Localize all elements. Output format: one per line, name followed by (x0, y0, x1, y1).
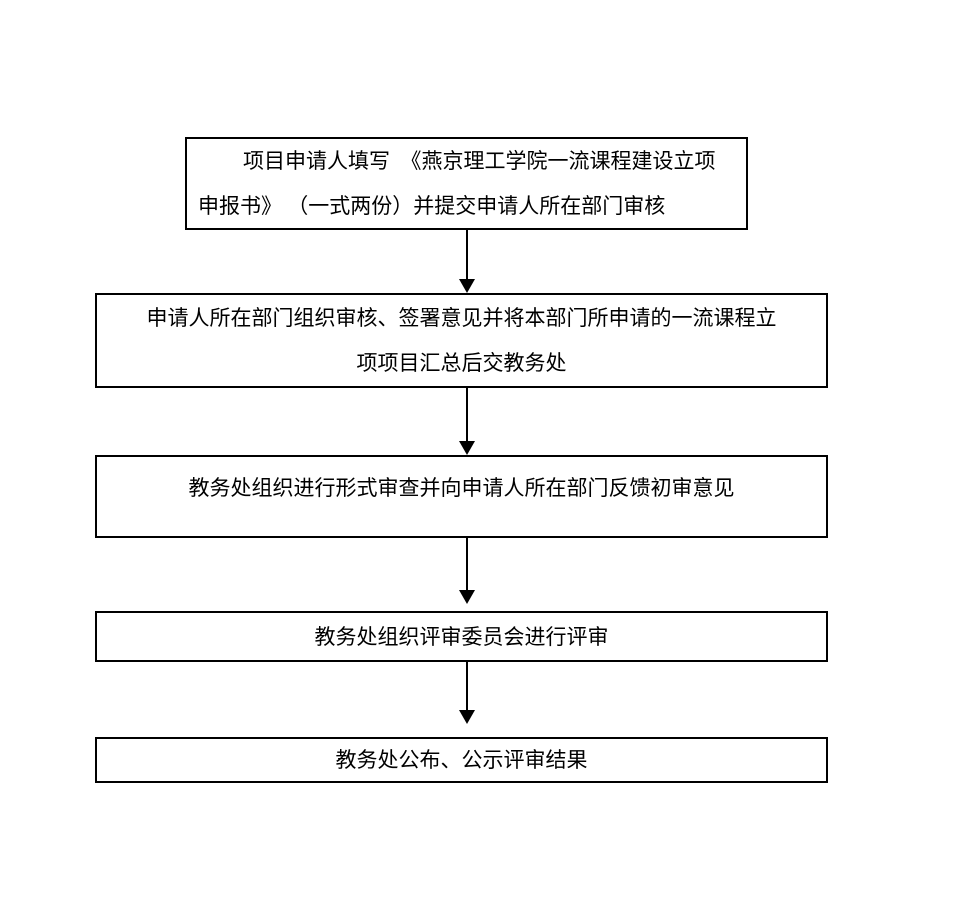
arrow-shaft (466, 388, 468, 444)
down-arrow-connector-4 (457, 662, 477, 724)
arrow-shaft (466, 538, 468, 593)
down-arrow-connector-1 (457, 229, 477, 293)
down-arrow-connector-3 (457, 538, 477, 604)
arrow-head-icon (459, 590, 475, 604)
down-arrow-connector-2 (457, 388, 477, 455)
flow-step-3: 教务处组织进行形式审查并向申请人所在部门反馈初审意见 (95, 455, 828, 538)
arrow-head-icon (459, 710, 475, 724)
arrow-shaft (466, 662, 468, 713)
flow-step-1: 项目申请人填写 《燕京理工学院一流课程建设立项 申报书》 （一式两份）并提交申请… (185, 137, 748, 230)
flow-step-1-text-line-1: 项目申请人填写 《燕京理工学院一流课程建设立项 (243, 148, 716, 173)
flow-step-5: 教务处公布、公示评审结果 (95, 737, 828, 783)
arrow-shaft (466, 229, 468, 282)
flow-step-2-text-line-1: 申请人所在部门组织审核、签署意见并将本部门所申请的一流课程立 (146, 305, 777, 330)
flow-step-5-text: 教务处公布、公示评审结果 (335, 748, 588, 772)
arrow-head-icon (459, 279, 475, 293)
flow-step-3-text: 教务处组织进行形式审查并向申请人所在部门反馈初审意见 (188, 475, 735, 500)
flow-step-2: 申请人所在部门组织审核、签署意见并将本部门所申请的一流课程立 项项目汇总后交教务… (95, 293, 828, 388)
flow-step-4: 教务处组织评审委员会进行评审 (95, 611, 828, 662)
flow-step-4-text: 教务处组织评审委员会进行评审 (314, 624, 609, 649)
flow-step-2-text-line-2: 项项目汇总后交教务处 (356, 350, 567, 375)
arrow-head-icon (459, 441, 475, 455)
flow-step-1-text-line-2: 申报书》 （一式两份）并提交申请人所在部门审核 (198, 193, 666, 218)
